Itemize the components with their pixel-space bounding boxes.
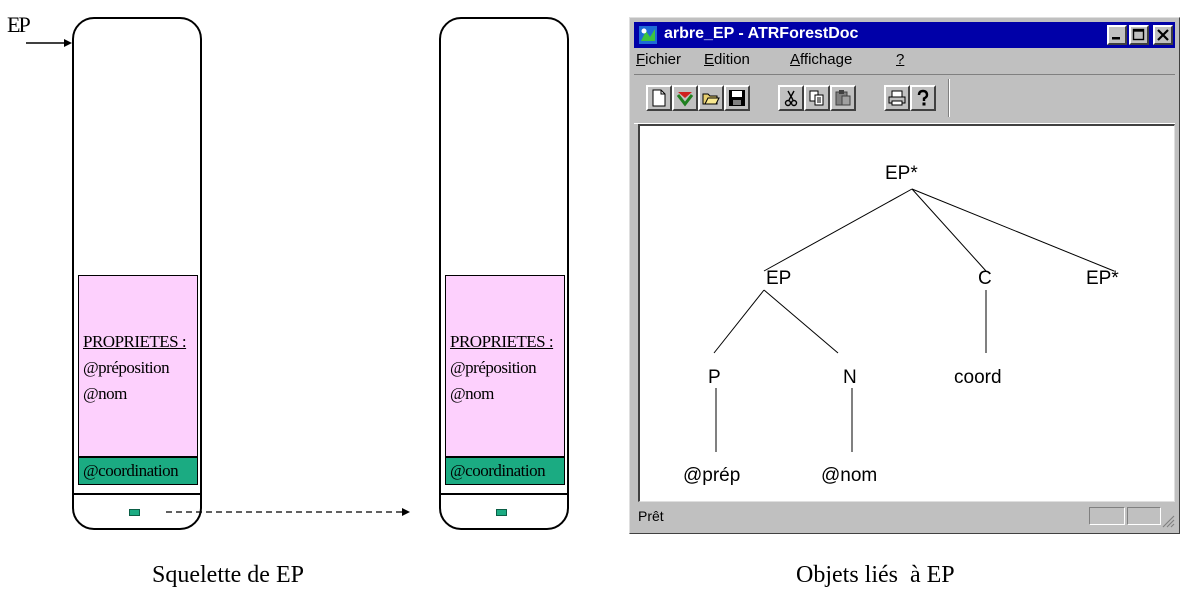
property-nom: @nom	[83, 384, 127, 403]
tree-icon	[676, 92, 694, 107]
status-panel	[1127, 507, 1161, 525]
copy-button[interactable]	[804, 85, 830, 111]
close-button[interactable]	[1153, 25, 1173, 45]
skeleton-card: PROPRIETES : @préposition @nom @coordina…	[72, 17, 202, 530]
help-button[interactable]	[910, 85, 936, 111]
maximize-icon	[1132, 28, 1145, 41]
menu-edition-hotkey: E	[704, 51, 715, 68]
menu-affichage[interactable]: Affichage	[790, 51, 852, 68]
menu-help[interactable]: ?	[896, 51, 904, 68]
node-ep[interactable]: EP	[766, 268, 792, 289]
coordination-label: @coordination	[450, 461, 546, 480]
minimize-icon	[1112, 37, 1120, 40]
tree-button[interactable]	[672, 85, 698, 111]
resize-grip-icon[interactable]	[1161, 514, 1175, 528]
print-icon	[888, 90, 906, 106]
node-p[interactable]: P	[708, 367, 721, 388]
print-button[interactable]	[884, 85, 910, 111]
cut-icon	[784, 90, 798, 107]
status-panel	[1089, 507, 1125, 525]
app-window: arbre_EP - ATRForestDoc Fichier Edition …	[629, 17, 1180, 534]
toolbar-separator	[948, 79, 950, 117]
objects-caption: Objets liés à EP	[796, 562, 955, 588]
save-button[interactable]	[724, 85, 750, 111]
toolbar	[634, 74, 1175, 124]
status-bar: Prêt	[634, 504, 1175, 530]
status-text: Prêt	[638, 508, 664, 524]
skeleton-caption: Squelette de EP	[152, 562, 304, 588]
card-divider	[439, 493, 569, 495]
cut-button[interactable]	[778, 85, 804, 111]
help-icon	[917, 89, 929, 106]
menu-affichage-label: ffichage	[800, 51, 853, 68]
close-icon	[1157, 29, 1169, 41]
coordination-label: @coordination	[83, 461, 179, 480]
menu-edition[interactable]: Edition	[704, 51, 750, 68]
entry-arrow	[26, 39, 72, 47]
node-prep[interactable]: @prép	[683, 465, 741, 486]
node-c[interactable]: C	[978, 268, 992, 289]
new-button[interactable]	[646, 85, 672, 111]
menu-fichier[interactable]: Fichier	[636, 51, 681, 68]
node-n[interactable]: N	[843, 367, 857, 388]
new-doc-icon	[652, 89, 666, 107]
property-preposition: @préposition	[450, 358, 537, 377]
properties-header: PROPRIETES :	[83, 332, 187, 351]
minimize-button[interactable]	[1107, 25, 1127, 45]
node-nom[interactable]: @nom	[821, 465, 878, 486]
pointer-port	[129, 509, 140, 516]
menu-affichage-hotkey: A	[790, 51, 801, 68]
coordination-box: @coordination	[78, 457, 198, 485]
copy-icon	[809, 90, 824, 106]
properties-box: PROPRIETES : @préposition @nom	[445, 275, 565, 457]
menu-edition-label: dition	[714, 51, 750, 68]
pointer-port	[496, 509, 507, 516]
properties-header: PROPRIETES :	[450, 332, 554, 351]
tree-edges	[713, 188, 1115, 452]
menu-bar: Fichier Edition Affichage ?	[634, 50, 1175, 72]
tree-canvas[interactable]: EP* EP C EP* P N coord @prép @nom	[638, 124, 1175, 502]
open-button[interactable]	[698, 85, 724, 111]
node-root[interactable]: EP*	[885, 163, 918, 184]
app-icon	[639, 26, 657, 44]
property-preposition: @préposition	[83, 358, 170, 377]
node-coord[interactable]: coord	[954, 367, 1002, 388]
save-icon	[729, 90, 745, 106]
paste-icon	[835, 90, 851, 106]
menu-fichier-hotkey: F	[636, 51, 646, 68]
coordination-box: @coordination	[445, 457, 565, 485]
node-ep-star[interactable]: EP*	[1086, 268, 1119, 289]
maximize-button[interactable]	[1129, 25, 1149, 45]
property-nom: @nom	[450, 384, 494, 403]
entry-label: EP	[7, 12, 31, 37]
menu-help-hotkey: ?	[896, 51, 905, 68]
objects-card: PROPRIETES : @préposition @nom @coordina…	[439, 17, 569, 530]
card-divider	[72, 493, 202, 495]
properties-box: PROPRIETES : @préposition @nom	[78, 275, 198, 457]
menu-fichier-label: ichier	[645, 51, 682, 68]
title-bar[interactable]: arbre_EP - ATRForestDoc	[634, 22, 1175, 48]
window-title: arbre_EP - ATRForestDoc	[664, 25, 859, 42]
open-folder-icon	[702, 93, 720, 105]
paste-button[interactable]	[830, 85, 856, 111]
link-arrow	[166, 508, 410, 516]
